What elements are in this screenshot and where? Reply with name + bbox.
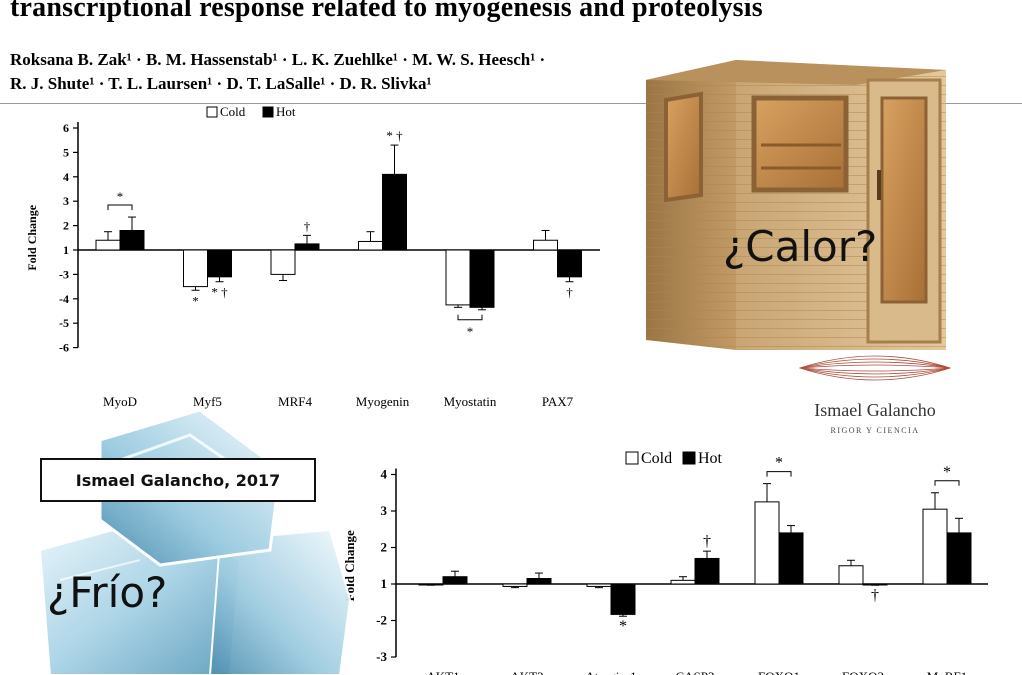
category-label: Myf5 [193, 394, 222, 409]
bar-cold [922, 508, 948, 585]
bar-hot [778, 532, 804, 585]
y-tick-label: 4 [381, 467, 388, 482]
bar-cold [754, 501, 780, 585]
significance-mark: * [467, 324, 474, 339]
legend-swatch [262, 106, 274, 118]
significance-bracket [766, 471, 792, 477]
bar-cold [533, 239, 558, 251]
significance-bracket [457, 314, 483, 321]
y-axis-label: Fold Change [25, 204, 39, 270]
bar-hot [382, 173, 407, 251]
significance-mark: * [619, 618, 627, 635]
bar-cold [95, 239, 121, 251]
significance-mark: * [117, 189, 124, 204]
legend-label: Cold [641, 450, 672, 467]
significance-mark: * † [211, 285, 228, 300]
sauna-illustration [646, 60, 946, 350]
citation-text: Ismael Galancho, 2017 [75, 470, 281, 490]
category-label: Myostatin [444, 394, 497, 409]
y-tick-label: -4 [59, 292, 69, 306]
category-label: FOXO1 [758, 669, 800, 675]
y-tick-label: 1 [63, 243, 69, 257]
y-tick-label: 2 [381, 540, 388, 555]
brand-logo: Ismael Galancho RIGOR Y CIENCIA [798, 355, 952, 435]
ice-cubes-illustration [38, 408, 352, 675]
legend-label: Hot [276, 104, 296, 119]
y-tick-label: -2 [376, 613, 387, 628]
y-tick-label: 5 [63, 145, 69, 159]
significance-bracket [934, 480, 960, 486]
legend-label: Cold [220, 104, 246, 119]
frio-label: ¿Frío? [47, 568, 168, 617]
category-label: CASP3 [675, 669, 714, 675]
bar-hot [694, 557, 720, 585]
y-tick-label: -3 [59, 267, 69, 281]
legend-swatch [206, 106, 218, 118]
significance-mark: * [943, 464, 951, 481]
category-label: MRF4 [278, 394, 312, 409]
legend-label: Hot [698, 450, 723, 467]
bar-hot [207, 249, 232, 278]
header-divider [0, 103, 1022, 104]
article-title: transcriptional response related to myog… [10, 0, 763, 23]
category-label: FOXO3 [842, 669, 884, 675]
bar-cold [670, 579, 696, 585]
bar-cold [270, 249, 296, 275]
bar-hot [946, 532, 972, 585]
bar-cold [445, 249, 471, 306]
significance-mark: † [566, 285, 573, 300]
category-label: MyoD [103, 394, 137, 409]
y-tick-label: 3 [63, 194, 69, 208]
significance-mark: † [304, 218, 311, 233]
bar-cold [502, 583, 528, 587]
logo-name: Ismael Galancho [814, 400, 935, 420]
category-label: Atrogin-1 [585, 669, 636, 675]
y-tick-label: -6 [59, 341, 69, 355]
legend-swatch [682, 451, 696, 465]
bar-hot [119, 229, 145, 251]
category-label: PAX7 [542, 394, 574, 409]
category-label: MuRF1 [927, 669, 967, 675]
category-label: Myogenin [356, 394, 410, 409]
bar-hot [294, 243, 320, 251]
author-list-line-2: R. J. Shute¹ · T. L. Laursen¹ · D. T. La… [10, 74, 432, 93]
significance-mark: * † [386, 128, 403, 143]
bar-hot [469, 249, 495, 308]
y-tick-label: 4 [63, 170, 69, 184]
logo-tagline: RIGOR Y CIENCIA [830, 426, 919, 435]
citation-box: Ismael Galancho, 2017 [40, 458, 316, 502]
significance-mark: * [775, 455, 783, 472]
y-tick-label: 1 [381, 576, 388, 591]
bar-hot [442, 576, 468, 585]
category-label: AKT1 [426, 669, 459, 675]
bar-cold [586, 583, 612, 587]
bar-hot [526, 578, 552, 585]
category-label: AKT2 [510, 669, 543, 675]
significance-mark: † [871, 587, 879, 604]
y-tick-label: 3 [381, 503, 388, 518]
significance-mark: * [192, 293, 199, 308]
y-tick-label: 2 [63, 219, 69, 233]
y-tick-label: 6 [63, 121, 69, 135]
calor-label: ¿Calor? [723, 222, 878, 271]
significance-bracket [107, 204, 133, 211]
y-tick-label: -5 [59, 316, 69, 330]
bar-cold [183, 249, 208, 288]
bar-cold [358, 240, 383, 251]
significance-mark: † [703, 533, 711, 550]
bar-hot [557, 249, 582, 278]
author-list-line-1: Roksana B. Zak¹ · B. M. Hassenstab¹ · L.… [10, 50, 546, 69]
y-tick-label: -3 [376, 649, 387, 664]
legend-swatch [625, 451, 639, 465]
bar-cold [838, 565, 864, 585]
bar-hot [610, 583, 636, 615]
